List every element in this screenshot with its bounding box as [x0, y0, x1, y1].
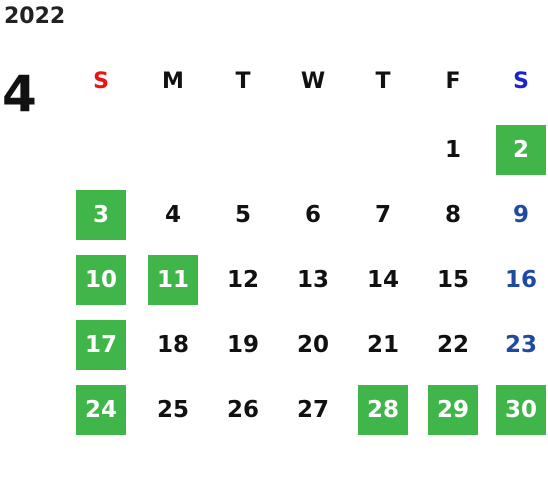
weekday-tuesday: T — [235, 68, 251, 94]
day-cell[interactable]: 5 — [234, 202, 251, 228]
day-cell-saturday[interactable]: 9 — [512, 202, 529, 228]
day-cell[interactable]: 15 — [436, 267, 469, 293]
day-cell[interactable]: 20 — [296, 332, 329, 358]
day-cell[interactable]: 6 — [304, 202, 321, 228]
day-cell[interactable]: 4 — [164, 202, 181, 228]
calendar-month: 4 — [2, 65, 37, 123]
day-cell-holiday[interactable]: 3 — [76, 190, 126, 240]
day-cell[interactable]: 19 — [226, 332, 259, 358]
day-cell[interactable]: 22 — [436, 332, 469, 358]
weekday-monday: M — [162, 68, 184, 94]
day-cell[interactable]: 7 — [374, 202, 391, 228]
weekday-saturday: S — [513, 68, 529, 94]
day-cell[interactable]: 13 — [296, 267, 329, 293]
day-cell[interactable]: 25 — [156, 397, 189, 423]
calendar-year: 2022 — [4, 4, 66, 29]
day-cell-holiday[interactable]: 10 — [76, 255, 126, 305]
day-cell-holiday[interactable]: 29 — [428, 385, 478, 435]
day-cell-saturday[interactable]: 16 — [504, 267, 537, 293]
day-cell[interactable]: 8 — [444, 202, 461, 228]
day-cell-holiday[interactable]: 2 — [496, 125, 546, 175]
day-cell[interactable]: 14 — [366, 267, 399, 293]
weekday-thursday: T — [375, 68, 391, 94]
weekday-friday: F — [445, 68, 461, 94]
day-cell-holiday[interactable]: 30 — [496, 385, 546, 435]
day-cell-holiday[interactable]: 24 — [76, 385, 126, 435]
day-cell[interactable]: 1 — [444, 137, 461, 163]
day-cell[interactable]: 12 — [226, 267, 259, 293]
day-cell-holiday[interactable]: 17 — [76, 320, 126, 370]
day-cell-holiday[interactable]: 11 — [148, 255, 198, 305]
weekday-wednesday: W — [300, 68, 326, 94]
day-cell[interactable]: 18 — [156, 332, 189, 358]
day-cell[interactable]: 26 — [226, 397, 259, 423]
weekday-sunday: S — [93, 68, 109, 94]
day-cell[interactable]: 21 — [366, 332, 399, 358]
day-cell-saturday[interactable]: 23 — [504, 332, 537, 358]
day-cell-holiday[interactable]: 28 — [358, 385, 408, 435]
day-cell[interactable]: 27 — [296, 397, 329, 423]
